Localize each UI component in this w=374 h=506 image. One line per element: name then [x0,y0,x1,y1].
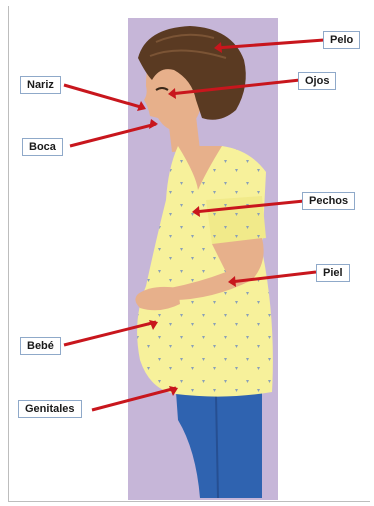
label-piel: Piel [316,264,350,282]
label-nariz: Nariz [20,76,61,94]
label-bebe: Bebé [20,337,61,355]
label-ojos: Ojos [298,72,336,90]
label-pechos: Pechos [302,192,355,210]
label-boca: Boca [22,138,63,156]
label-pelo: Pelo [323,31,360,49]
label-genitales: Genitales [18,400,82,418]
